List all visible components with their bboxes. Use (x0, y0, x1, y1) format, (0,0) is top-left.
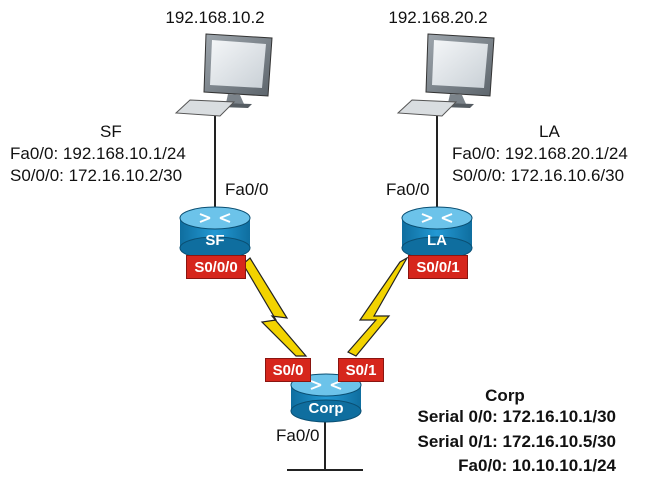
la-fa-line: Fa0/0: 192.168.20.1/24 (452, 144, 628, 163)
la-serial-interface-tag: S0/0/1 (408, 255, 468, 279)
serial-link-la-corp (347, 256, 409, 357)
la-workstation-icon (396, 33, 495, 117)
corp-router-icon: Corp (290, 373, 362, 423)
corp-label: Corp (485, 386, 525, 405)
sf-label: SF (100, 122, 122, 141)
corp-s0-line: Serial 0/0: 172.16.10.1/30 (417, 407, 617, 426)
la-label: LA (539, 122, 560, 141)
corp-fa-port: Fa0/0 (276, 426, 320, 445)
la-router-icon: LA (401, 206, 473, 260)
sf-serial-interface-tag: S0/0/0 (186, 255, 246, 279)
sf-router-icon: SF (179, 206, 251, 260)
corp-s1-line: Serial 0/1: 172.16.10.5/30 (417, 432, 617, 451)
sf-workstation-icon (174, 33, 273, 117)
serial-link-sf-corp (242, 257, 308, 357)
la-pc-ip: 192.168.20.2 (388, 8, 488, 27)
la-serial-line: S0/0/0: 172.16.10.6/30 (452, 166, 625, 185)
sf-fa-line: Fa0/0: 192.168.10.1/24 (10, 144, 186, 163)
corp-router-name: Corp (309, 400, 344, 417)
corp-fa-line: Fa0/0: 10.10.10.1/24 (458, 456, 616, 475)
la-fa-port: Fa0/0 (386, 180, 430, 199)
corp-s1-interface-tag: S0/1 (338, 358, 384, 382)
sf-serial-line: S0/0/0: 172.16.10.2/30 (10, 166, 183, 185)
sf-router-name: SF (205, 232, 224, 249)
la-router-name: LA (427, 232, 447, 249)
sf-pc-ip: 192.168.10.2 (165, 8, 265, 27)
sf-fa-port: Fa0/0 (225, 180, 269, 199)
corp-s0-interface-tag: S0/0 (265, 358, 311, 382)
